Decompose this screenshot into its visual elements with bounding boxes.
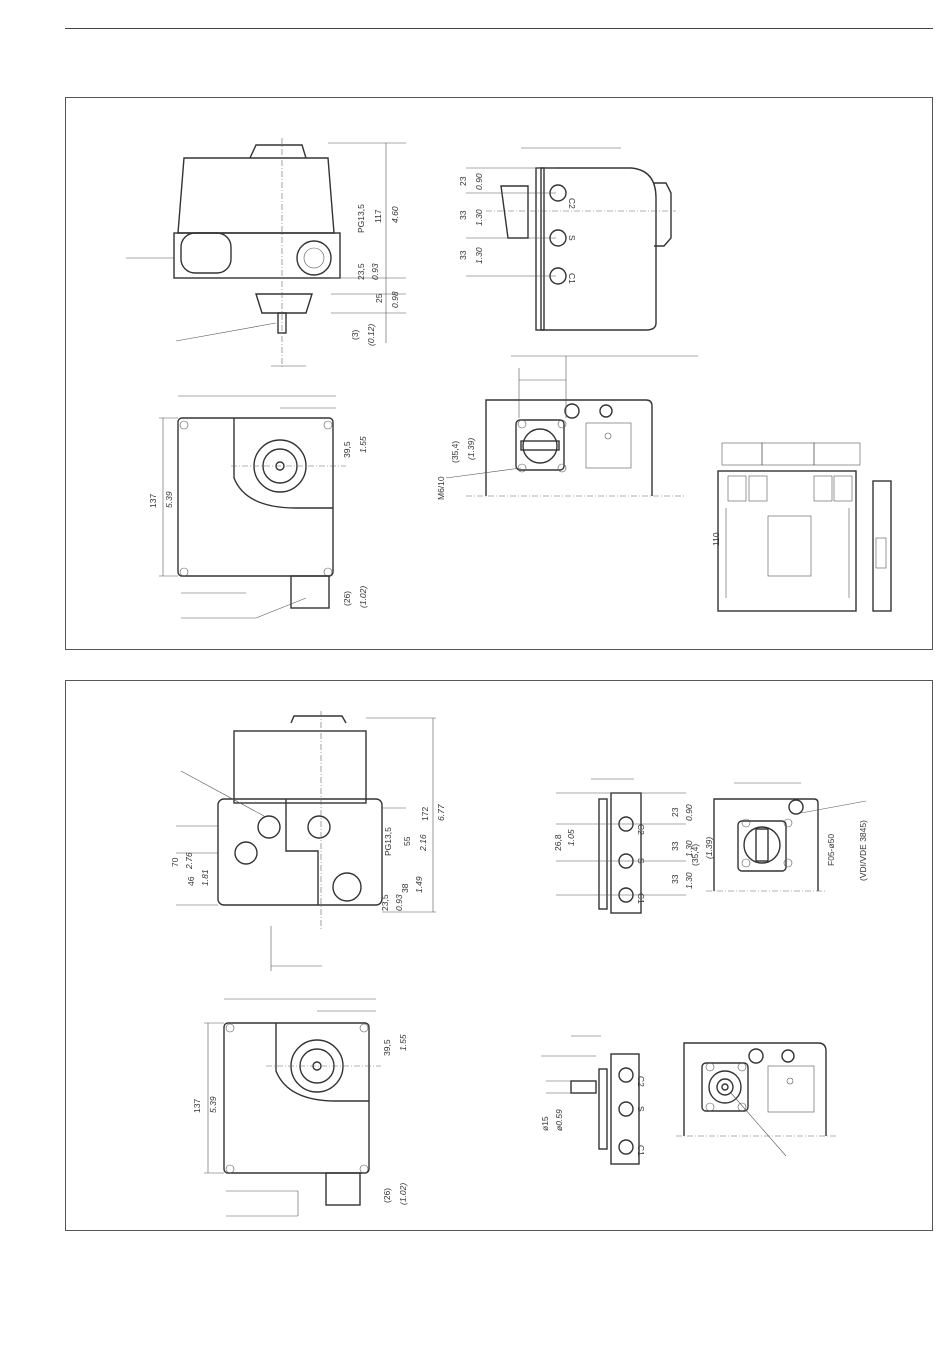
p2-side-33a: 33: [670, 841, 680, 851]
panel1-drawing: PG13,5 117 4.60 23,5 0.93 25 0.98 (3) (0…: [126, 138, 892, 619]
mount-dim-35-4: (35,4): [450, 441, 460, 463]
dim-23-5: 23,5: [356, 263, 366, 280]
p2-dim-46: 46: [186, 876, 196, 886]
top-dim-137: 137: [148, 494, 158, 508]
top-dim-39-5: 39,5: [342, 441, 352, 458]
p2-top-1-02: (1.02): [398, 1183, 408, 1205]
dim-0-12: (0.12): [366, 324, 376, 346]
p2-dim-1-81: 1.81: [200, 869, 210, 886]
p2-label-s: S: [636, 858, 646, 864]
p2-side-1-05: 1.05: [566, 829, 576, 846]
side-dim-0-90: 0.90: [474, 173, 484, 190]
p2-shaft-c1: C1: [636, 1145, 646, 1156]
front-view-1: [126, 138, 406, 368]
board-dim-110: 110: [711, 532, 721, 546]
header-rule: [65, 28, 933, 29]
dim-117: 117: [373, 209, 383, 223]
side-view-1: [466, 147, 676, 331]
p2-dim-38: 38: [400, 883, 410, 893]
label-c2: C2: [567, 198, 577, 209]
shaft-dia-0-59: ø0.59: [554, 1109, 564, 1131]
flange-dim-35-4: (35,4): [690, 844, 700, 866]
p2-dim-23-5: 23,5: [380, 894, 390, 911]
dim-0-93: 0.93: [370, 263, 380, 280]
p2-side-0-90: 0.90: [684, 804, 694, 821]
p2-dim-0-93: 0.93: [394, 894, 404, 911]
dim-0-98: 0.98: [390, 291, 400, 308]
flange-dim-1-39: (1.39): [704, 837, 714, 859]
side-dim-1-30b: 1.30: [474, 247, 484, 264]
dim-3: (3): [350, 329, 360, 340]
flange-view-2: [706, 782, 867, 892]
side-view-2: [556, 778, 686, 914]
p2-dim-2-76: 2.76: [184, 852, 194, 870]
label-s: S: [567, 235, 577, 241]
flange-standard: (VDI/VDE 3845): [858, 820, 868, 881]
p2-dim-1-49: 1.49: [414, 876, 424, 893]
p2-top-26: (26): [382, 1188, 392, 1203]
label-c1: C1: [567, 273, 577, 284]
p2-side-23: 23: [670, 807, 680, 817]
drawing-panel-1: PG13,5 117 4.60 23,5 0.93 25 0.98 (3) (0…: [65, 97, 933, 650]
gland-label: PG13,5: [356, 204, 366, 233]
shaft-view-2: [541, 1035, 640, 1165]
p2-shaft-c2: C2: [636, 1076, 646, 1087]
p2-side-33b: 33: [670, 874, 680, 884]
side-dim-23: 23: [458, 176, 468, 186]
top-dim-1-55: 1.55: [358, 436, 368, 453]
dim-4-60: 4.60: [390, 206, 400, 223]
top-dim-1-02: (1.02): [358, 586, 368, 608]
side-dim-33a: 33: [458, 210, 468, 220]
panel2-drawing: PG13,5 172 6.77 70 2.76 46 1.81 55 2.16 …: [170, 711, 868, 1217]
board-view-1: [717, 442, 892, 612]
mount-view-1: [445, 355, 698, 497]
mount-dim-1-39: (1.39): [466, 438, 476, 460]
p2-shaft-s: S: [636, 1106, 646, 1112]
p2-top-5-39: 5.39: [208, 1096, 218, 1113]
p2-top-39-5: 39,5: [382, 1039, 392, 1056]
dim-25: 25: [374, 293, 384, 303]
p2-gland-label: PG13,5: [383, 827, 393, 856]
side-dim-1-30a: 1.30: [474, 209, 484, 226]
p2-top-1-55: 1.55: [398, 1034, 408, 1051]
top-view-1: [159, 395, 346, 619]
p2-dim-70: 70: [170, 857, 180, 867]
side-dim-33b: 33: [458, 250, 468, 260]
p2-dim-2-16: 2.16: [418, 834, 428, 852]
plate-view-2: [676, 1042, 836, 1157]
p2-label-c1: C1: [636, 893, 646, 904]
p2-dim-172: 172: [420, 807, 430, 821]
mount-thread: M6/10: [436, 476, 446, 500]
shaft-dia-15: ø15: [540, 1116, 550, 1131]
p2-side-26-8: 26,8: [553, 834, 563, 851]
top-view-2: [204, 998, 381, 1217]
p2-side-1-30a: 1.30: [684, 840, 694, 857]
p2-top-137: 137: [192, 1099, 202, 1113]
top-dim-5-39: 5.39: [164, 491, 174, 508]
p2-dim-55: 55: [402, 836, 412, 846]
drawing-panel-2: PG13,5 172 6.77 70 2.76 46 1.81 55 2.16 …: [65, 680, 933, 1231]
top-dim-26: (26): [342, 591, 352, 606]
p2-side-1-30b: 1.30: [684, 872, 694, 889]
p2-label-c2: C2: [636, 824, 646, 835]
front-view-2: [176, 711, 436, 971]
p2-dim-6-77: 6.77: [436, 804, 446, 821]
flange-label: F05-ø50: [826, 834, 836, 866]
